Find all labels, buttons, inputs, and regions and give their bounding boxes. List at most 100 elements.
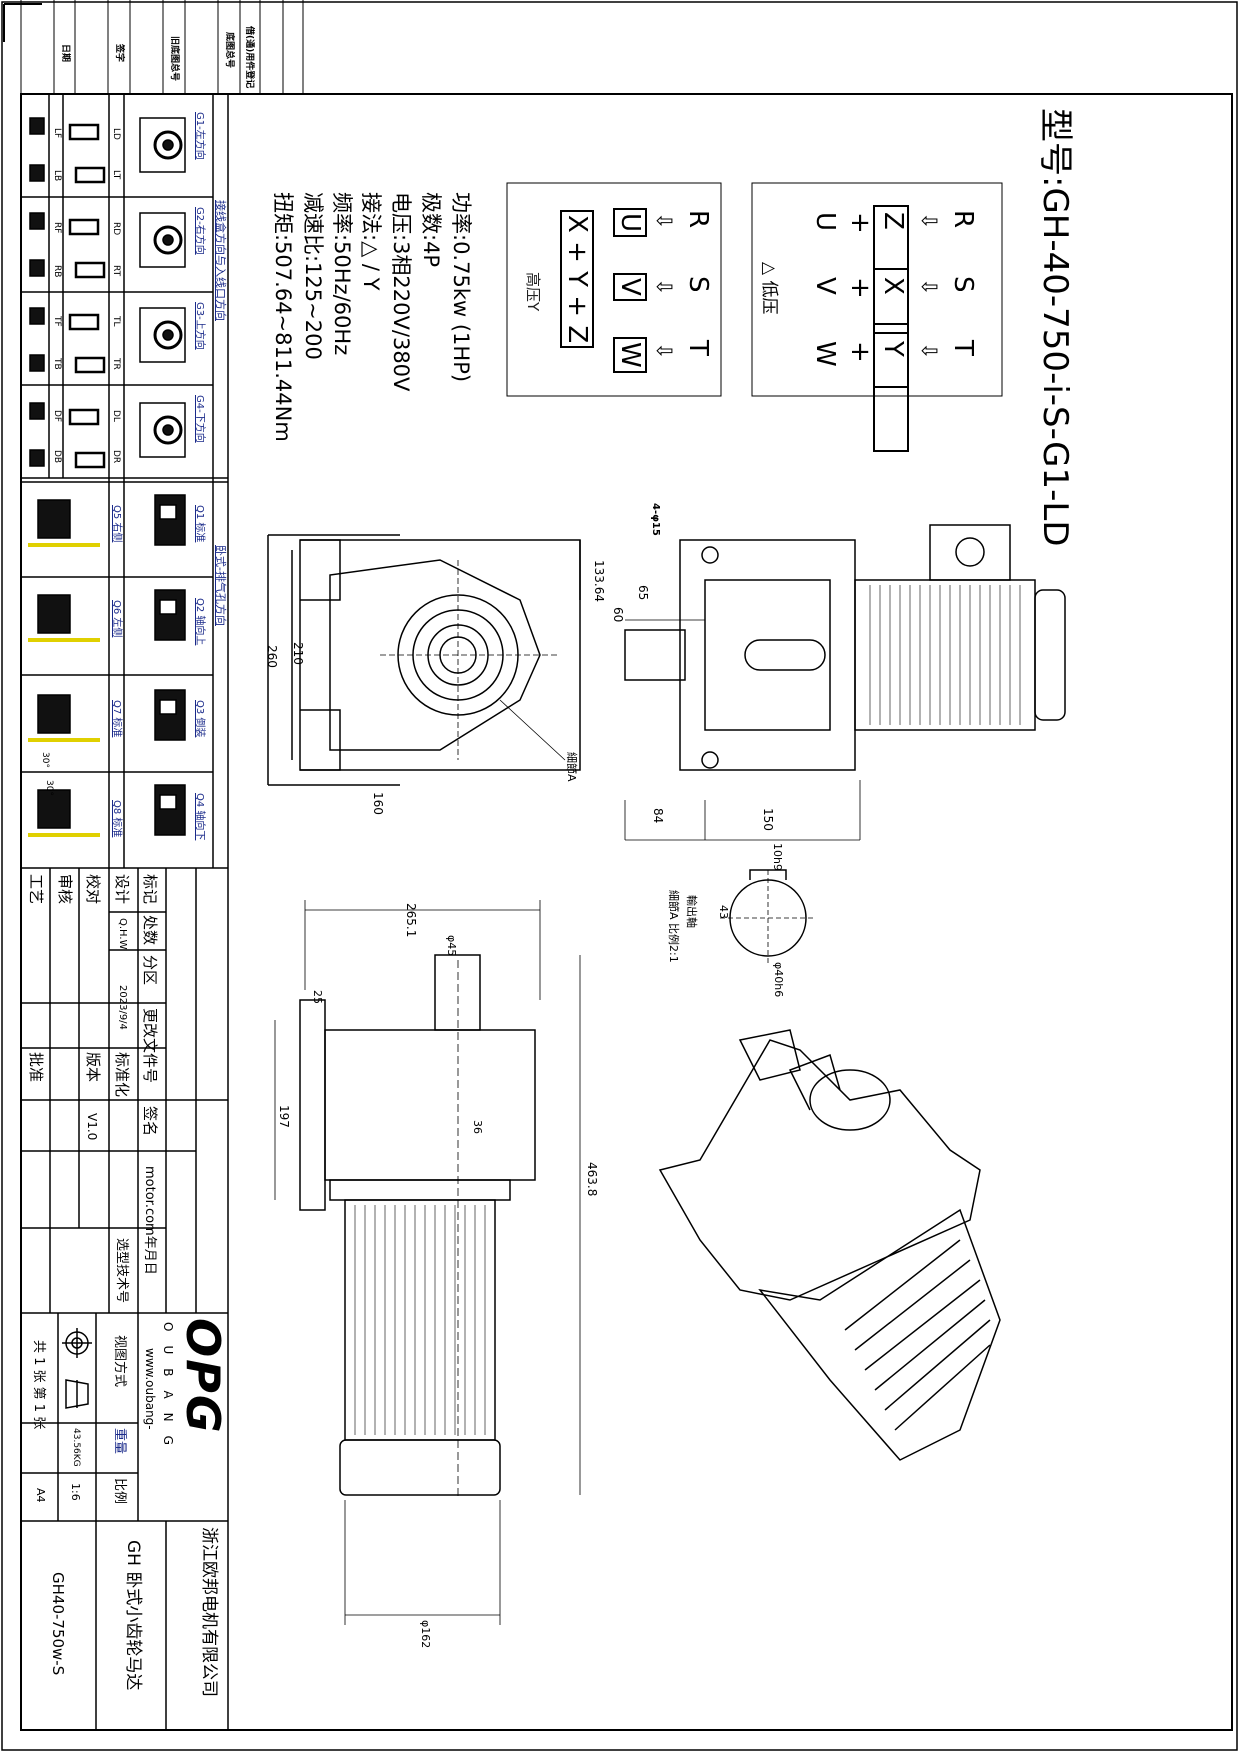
terminal-u: U (613, 208, 647, 238)
drawing-frame (20, 93, 1233, 1731)
star-connection: X + Y + Z (560, 210, 594, 349)
shaft-detail-view (720, 869, 815, 965)
group-title-g3: G3-上方向 (194, 302, 205, 350)
dim-133: 133.64 (592, 560, 606, 602)
title-block-grid (21, 868, 228, 1730)
terminal-x: X (878, 277, 908, 295)
shaft-detail-label: 細節A 比例2:1 (667, 890, 680, 963)
dim-260: 260 (265, 645, 279, 668)
group-title-g2: G2-右方向 (194, 207, 205, 255)
tb-company: 浙江欧邦电机有限公司 (199, 1527, 219, 1697)
phase-t: T (948, 340, 978, 356)
revision-label-base: 底图总号 (224, 32, 234, 69)
tb-design: 设计 (113, 874, 131, 905)
angle-label: 30° (44, 780, 54, 796)
tb-approve: 批准 (27, 1052, 45, 1083)
terminal-y: Y (878, 341, 908, 357)
spec-ratio: 减速比:125~200 (301, 192, 325, 360)
tb-scale: 1:6 (69, 1483, 82, 1501)
arrow-down-icon: ⇩ (917, 342, 941, 360)
tb-sign: 签名 (141, 1106, 159, 1137)
revision-label-old-base: 旧底图总号 (169, 36, 179, 82)
dim-210: 210 (291, 642, 305, 665)
tb-date: motor.com年月日 (142, 1166, 157, 1275)
code-tr: TR (111, 358, 121, 370)
terminal-pair-3 (873, 332, 909, 452)
code-dr: DR (111, 450, 121, 464)
code-tf: TF (52, 316, 62, 327)
tb-sheets: 共 1 张 第 1 张 (31, 1340, 46, 1430)
tb-view-method: 视图方式 (112, 1335, 127, 1388)
terminal-w: W (810, 341, 840, 367)
dim-162: φ162 (419, 1620, 432, 1649)
phase-r: R (683, 210, 713, 229)
spec-connection: 接法:△ / Y (359, 192, 383, 291)
logo-subtitle: OUBANG (161, 1322, 175, 1459)
tb-zone: 分区 (141, 955, 159, 986)
tb-weight-label: 重量 (112, 1428, 127, 1455)
group-title-g1: G1-左方向 (194, 112, 205, 160)
dim-holes: 4-φ15 (650, 503, 661, 536)
high-voltage-label: 高压Y (524, 272, 542, 312)
website: www.oubang- (143, 1348, 157, 1430)
plus: + (845, 277, 875, 299)
code-lb: LB (52, 170, 62, 182)
code-df: DF (52, 410, 62, 423)
arrow-down-icon: ⇩ (652, 342, 676, 360)
tb-standardize: 标准化 (113, 1052, 131, 1098)
tb-weight: 43.56KG (71, 1428, 81, 1467)
arrow-down-icon: ⇩ (917, 278, 941, 296)
terminal-u: U (810, 212, 840, 232)
spec-power: 功率:0.75kw (1HP) (449, 192, 473, 383)
dim-197: 197 (277, 1105, 291, 1128)
terminal-pair-1 (873, 205, 909, 325)
mount-q7: Q7 标准 (111, 700, 122, 738)
revision-block (20, 0, 304, 94)
isometric-view (658, 1029, 1001, 1461)
dim-265: 265.1 (404, 903, 418, 938)
code-tb: TB (52, 358, 62, 370)
arrow-down-icon: ⇩ (917, 212, 941, 230)
revision-label-borrowed: 借(通)用件登记 (244, 26, 254, 89)
dim-463: 463.8 (585, 1162, 599, 1197)
code-rb: RB (52, 265, 62, 278)
spec-voltage: 电压:3相220V/380V (389, 192, 413, 392)
code-lf: LF (52, 128, 62, 139)
code-lt: LT (111, 170, 121, 180)
dim-43: 43 (717, 905, 730, 919)
mount-q5: Q5 右侧 (111, 505, 122, 543)
orientation-header: 接线盒方向与入线口方向 (214, 200, 227, 321)
tb-review: 审核 (56, 874, 74, 905)
dim-160: 160 (371, 792, 385, 815)
detail-a-label: 細節A (565, 752, 578, 782)
dim-36: 36 (471, 1120, 484, 1134)
bottom-view (274, 900, 581, 1625)
front-view (267, 534, 581, 786)
group-title-g4: G4-下方向 (194, 395, 205, 443)
terminal-v: V (810, 277, 840, 295)
spec-poles: 极数:4P (419, 192, 443, 268)
code-rt: RT (111, 265, 121, 277)
phase-t: T (683, 340, 713, 356)
plus: + (845, 341, 875, 363)
low-voltage-label: △ 低压 (759, 262, 779, 315)
mount-q1: Q1 标准 (194, 505, 205, 543)
tb-selection-no: 选型技术号 (114, 1238, 129, 1304)
phase-s: S (683, 276, 713, 293)
tb-check: 校对 (84, 874, 102, 905)
revision-label-date: 日期 (60, 44, 70, 63)
company-logo: OPG (176, 1318, 230, 1435)
mount-q3: Q3 倒装 (194, 700, 205, 738)
tb-paper: A4 (34, 1488, 47, 1503)
plus: + (845, 212, 875, 234)
code-rf: RF (52, 222, 62, 234)
mount-q6: Q6 左侧 (111, 600, 122, 638)
terminal-w: W (613, 337, 647, 373)
phase-r: R (948, 210, 978, 229)
code-tl: TL (111, 316, 121, 327)
arrow-down-icon: ⇩ (652, 278, 676, 296)
dim-shaft: φ40h6 (772, 962, 785, 998)
tb-version-label: 版本 (84, 1052, 102, 1083)
wiring-boxes (506, 182, 1003, 397)
